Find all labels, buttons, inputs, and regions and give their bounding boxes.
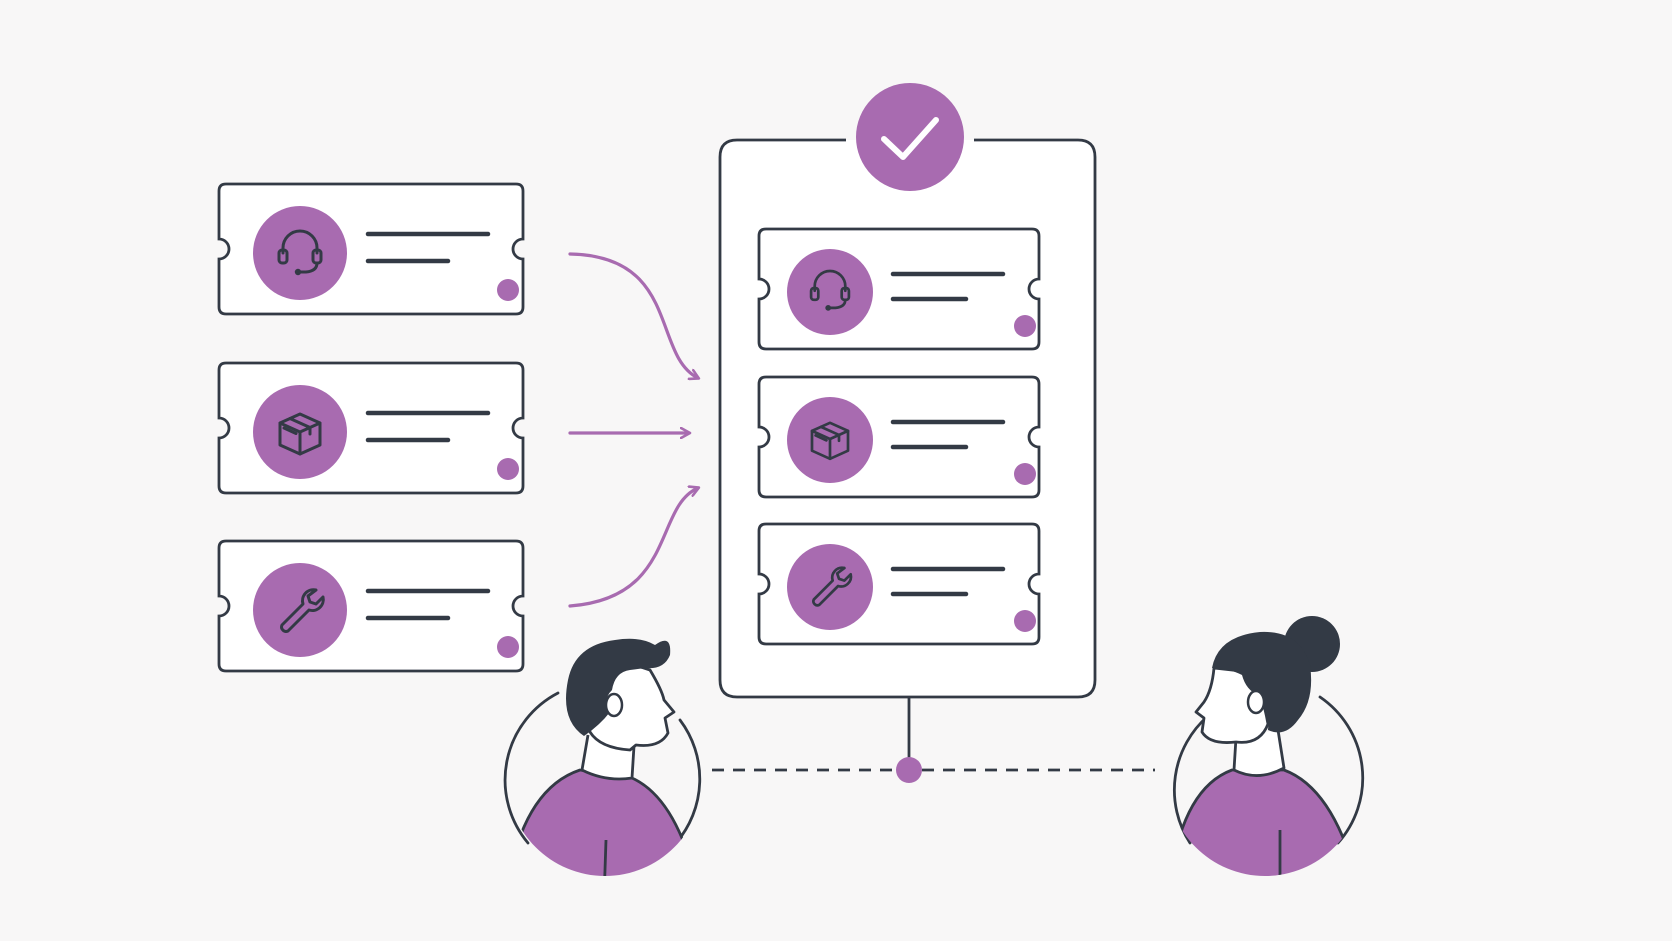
queued-ticket-repair[interactable] bbox=[757, 522, 1041, 646]
queued-ticket-support[interactable] bbox=[757, 227, 1041, 351]
connector-node bbox=[896, 757, 922, 783]
hair bbox=[566, 638, 671, 736]
avatar-ring bbox=[503, 691, 702, 845]
approved-badge bbox=[856, 83, 964, 191]
source-ticket-repair[interactable] bbox=[217, 539, 525, 673]
queued-ticket-shipping[interactable] bbox=[757, 375, 1041, 499]
status-dot bbox=[497, 458, 519, 480]
ear bbox=[1246, 689, 1266, 715]
ticket-icon-badge bbox=[253, 206, 347, 300]
status-dot bbox=[497, 279, 519, 301]
routing-arrows bbox=[568, 252, 698, 608]
ticket-icon-badge bbox=[253, 563, 347, 657]
ticket-icon-badge bbox=[787, 249, 873, 335]
man-avatar[interactable] bbox=[503, 638, 702, 900]
ear bbox=[604, 692, 624, 718]
status-dot bbox=[1014, 315, 1036, 337]
arrow-top bbox=[568, 252, 698, 378]
source-ticket-support[interactable] bbox=[217, 182, 525, 316]
source-ticket-shipping[interactable] bbox=[217, 361, 525, 495]
arrow-bottom bbox=[568, 488, 698, 608]
connection-line bbox=[712, 698, 1155, 783]
woman-avatar[interactable] bbox=[1167, 616, 1365, 900]
hair bbox=[1212, 631, 1312, 733]
status-dot bbox=[497, 636, 519, 658]
shirt bbox=[1167, 768, 1363, 876]
status-dot bbox=[1014, 463, 1036, 485]
ticket-queue-board bbox=[718, 83, 1097, 699]
ticket-icon-badge bbox=[787, 544, 873, 630]
source-ticket-list bbox=[217, 182, 525, 673]
status-dot bbox=[1014, 610, 1036, 632]
shirt bbox=[507, 768, 702, 876]
checkmark-icon bbox=[881, 117, 939, 160]
